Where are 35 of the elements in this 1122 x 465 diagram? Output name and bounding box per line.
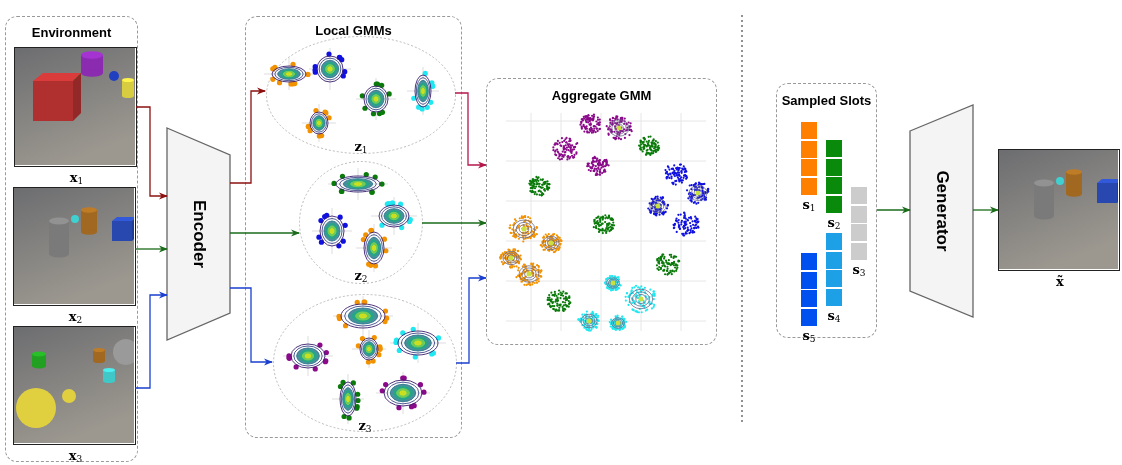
math-label: z$_{2}$: [353, 269, 369, 284]
panel-title: Environment: [30, 25, 113, 40]
panel-title: Local GMMs: [314, 23, 393, 38]
latent-ellipse: [266, 36, 456, 154]
math-label: s$_{2}$: [826, 216, 842, 231]
math-label: z$_{1}$: [353, 140, 369, 155]
dashed-panel: [5, 16, 138, 462]
arrow: [455, 274, 487, 364]
math-label: z$_{3}$: [357, 419, 373, 434]
dashed-panel: [486, 78, 717, 345]
arrow: [229, 87, 267, 184]
arrow: [421, 219, 487, 227]
math-label: s$_{1}$: [801, 198, 817, 213]
arrow: [229, 287, 273, 366]
panel-title: Aggregate GMM: [550, 88, 653, 103]
arrow: [972, 206, 999, 214]
math-label: x$_{1}$: [68, 171, 85, 186]
arrow: [135, 106, 168, 200]
panel-title: Sampled Slots: [780, 93, 873, 108]
math-label: s$_{5}$: [801, 329, 817, 344]
arrow: [134, 291, 168, 389]
encoder-trapezoid: Encoder: [167, 128, 230, 340]
math-label: s$_{4}$: [826, 309, 842, 324]
generator-trapezoid: Generator: [910, 105, 973, 317]
arrow: [454, 92, 487, 169]
latent-ellipse: [273, 294, 457, 432]
math-label: s$_{3}$: [851, 263, 867, 278]
arrow: [876, 206, 911, 214]
arrow: [134, 245, 168, 253]
latent-ellipse: [299, 161, 423, 284]
math-label: x̃: [1055, 275, 1065, 288]
arrow: [229, 229, 300, 237]
dashed-panel: [245, 16, 462, 438]
math-label: x$_{2}$: [67, 310, 84, 325]
math-label: x$_{3}$: [67, 449, 84, 464]
